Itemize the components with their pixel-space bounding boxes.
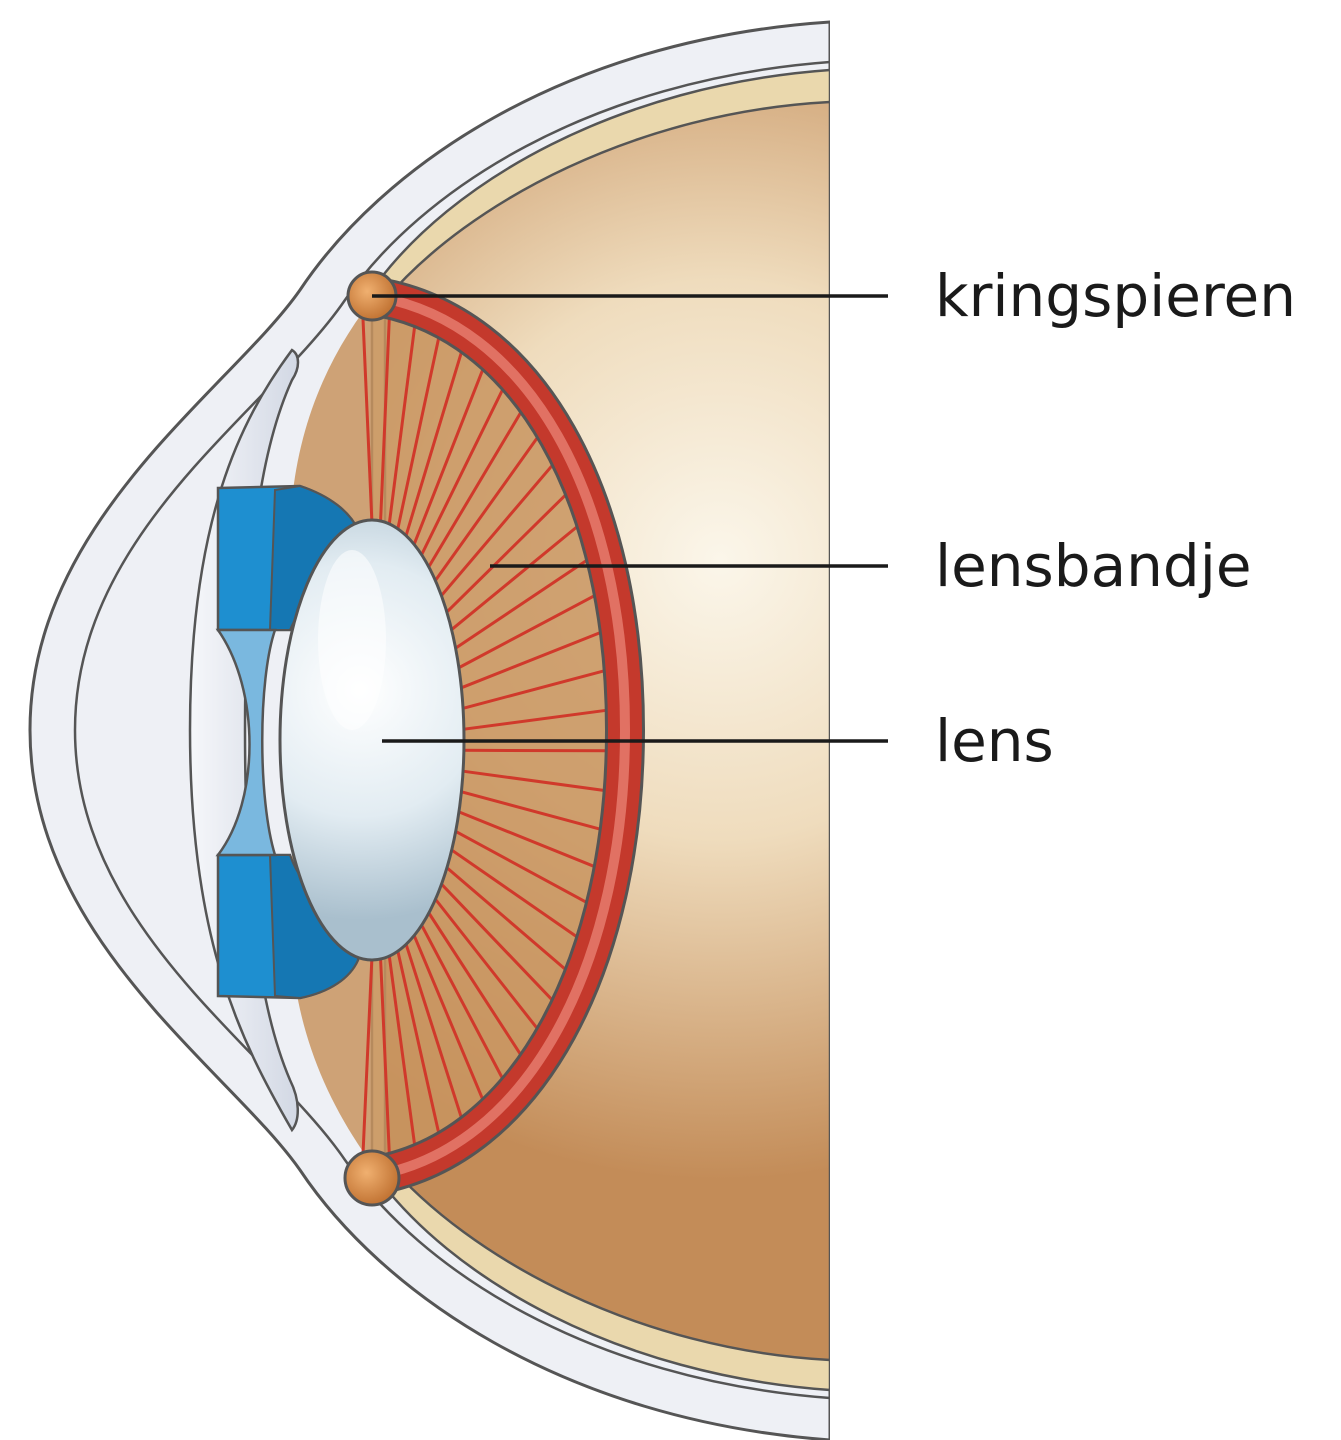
lens-highlight (318, 550, 386, 730)
label-lensbandje: lensbandje (935, 532, 1252, 600)
zonule-fibre (460, 750, 615, 751)
label-kringspieren: kringspieren (935, 262, 1296, 330)
ciliary-muscle-knob-bottom (345, 1151, 399, 1205)
label-lens: lens (935, 707, 1054, 775)
